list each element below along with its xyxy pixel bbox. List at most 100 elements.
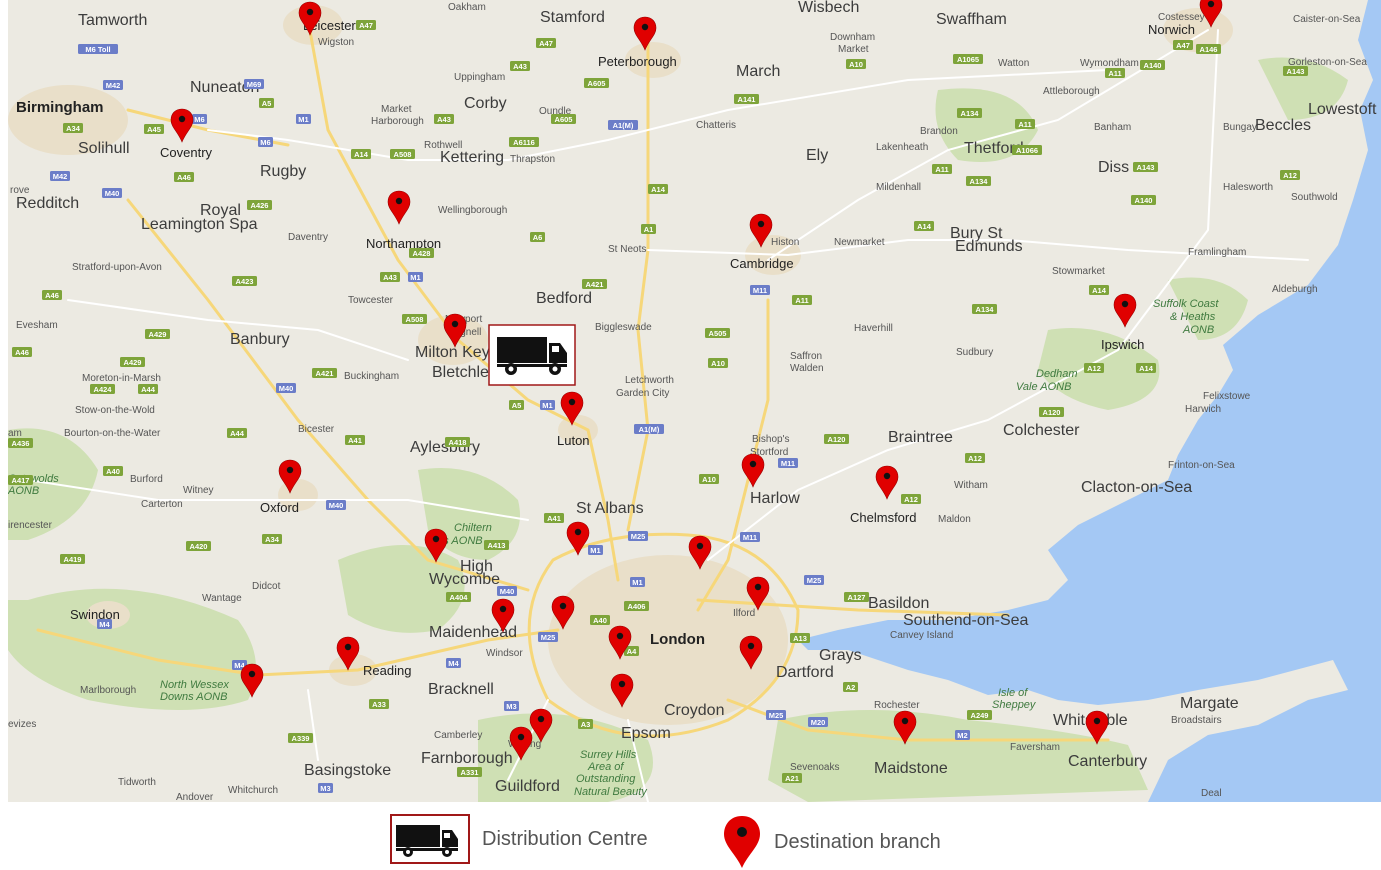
destination-pin-15[interactable] <box>688 535 712 570</box>
road-shield-label-r91: M1 <box>632 578 642 587</box>
place-label-solihull: Solihull <box>78 140 130 157</box>
place-label-wycombe: Wycombe <box>429 571 500 588</box>
destination-pin-8[interactable] <box>1113 293 1137 328</box>
a-road-shield-r51: A14 <box>1089 285 1109 295</box>
road-shield-label-r50: A11 <box>795 296 808 305</box>
road-shield-label-r61: A12 <box>1087 364 1101 373</box>
destination-pin-5[interactable] <box>387 190 411 225</box>
place-label-whitchurch: Whitchurch <box>228 785 278 796</box>
road-shield-label-r32: A46 <box>177 173 191 182</box>
place-label-wisbech: Wisbech <box>798 0 859 16</box>
place-label-march: March <box>736 63 780 80</box>
place-label-corby: Corby <box>464 95 507 112</box>
place-label-brandon: Brandon <box>920 126 958 137</box>
destination-pin-11[interactable] <box>741 453 765 488</box>
place-label-lowestoft: Lowestoft <box>1308 101 1377 118</box>
destination-pin-21[interactable] <box>336 636 360 671</box>
place-label-stneots: St Neots <box>608 244 646 255</box>
motorway-shield-r37: M40 <box>102 188 122 198</box>
destination-pin-12[interactable] <box>875 465 899 500</box>
destination-pin-22[interactable] <box>240 663 264 698</box>
destination-pin-6[interactable] <box>749 213 773 248</box>
destination-pin-14[interactable] <box>424 528 448 563</box>
motorway-shield-r89: M11 <box>740 532 760 542</box>
place-label-framlingham: Framlingham <box>1188 247 1246 258</box>
place-label-dartford: Dartford <box>776 664 834 681</box>
place-label-mildenhall: Mildenhall <box>876 182 921 193</box>
legend-depot-label: Distribution Centre <box>482 827 648 850</box>
road-shield-label-r95: A127 <box>848 593 866 602</box>
destination-pin-18[interactable] <box>551 595 575 630</box>
a-road-shield-r1: A47 <box>356 20 376 30</box>
a-road-shield-r55: A134 <box>972 304 997 314</box>
place-label-moreton: Moreton-in-Marsh <box>82 373 161 384</box>
a-road-shield-r99: A13 <box>790 633 810 643</box>
place-label-marlborough: Marlborough <box>80 685 136 696</box>
destination-pin-1[interactable] <box>298 1 322 36</box>
place-label-bungay: Bungay <box>1223 122 1257 133</box>
road-shield-label-r49: M11 <box>753 286 767 295</box>
motorway-shield-r107: M20 <box>808 717 828 727</box>
destination-pin-19[interactable] <box>608 625 632 660</box>
destination-pin-23[interactable] <box>610 673 634 708</box>
motorway-shield-r114: M3 <box>318 783 333 793</box>
a-road-shield-r52: A46 <box>42 290 62 300</box>
road-shield-label-r22: A605 <box>555 115 573 124</box>
place-label-bishops1: Bishop's <box>752 434 790 445</box>
a-road-shield-r27: A6116 <box>509 137 539 147</box>
place-label-beccles: Beccles <box>1255 117 1311 134</box>
destination-pin-4[interactable] <box>170 108 194 143</box>
place-label-windsor: Windsor <box>486 648 523 659</box>
place-label-faversham: Faversham <box>1010 742 1060 753</box>
place-label-rothwell: Rothwell <box>424 140 462 151</box>
a-road-shield-r35: A143 <box>1133 162 1158 172</box>
legend-depot: Distribution Centre <box>390 814 648 864</box>
a-road-shield-r100: A4 <box>624 646 639 656</box>
place-label-histon: Histon <box>771 237 799 248</box>
destination-pin-25[interactable] <box>509 726 533 761</box>
place-label-daventry: Daventry <box>288 232 328 243</box>
place-label-tidworth: Tidworth <box>118 777 156 788</box>
road-shield-label-r33: A11 <box>935 165 948 174</box>
destination-pin-17[interactable] <box>491 598 515 633</box>
a-road-shield-r33: A11 <box>932 164 952 174</box>
a-road-shield-r74: A120 <box>824 434 849 444</box>
place-label-bicester: Bicester <box>298 424 335 435</box>
destination-pin-13[interactable] <box>566 521 590 556</box>
destination-pin-3[interactable] <box>1199 0 1223 28</box>
a-road-shield-r45: A43 <box>380 272 400 282</box>
a-road-shield-r11: A140 <box>1140 60 1165 70</box>
road-shield-label-r19: M6 <box>194 115 204 124</box>
place-label-cirencester: irencester <box>8 520 53 531</box>
place-label-buryst2: Edmunds <box>955 238 1023 255</box>
destination-pin-7[interactable] <box>443 313 467 348</box>
destination-pin-26[interactable] <box>893 710 917 745</box>
destination-pin-2[interactable] <box>633 16 657 51</box>
a-road-shield-r18: A45 <box>144 124 164 134</box>
distribution-centre-marker[interactable] <box>488 324 576 386</box>
road-shield-label-r21: A43 <box>437 115 451 124</box>
destination-pin-24[interactable] <box>529 708 553 743</box>
road-shield-label-r62: A14 <box>1139 364 1154 373</box>
place-label-halesworth: Halesworth <box>1223 182 1273 193</box>
destination-pin-9[interactable] <box>560 391 584 426</box>
a-road-shield-r56: A505 <box>705 328 730 338</box>
destination-pin-27[interactable] <box>1085 710 1109 745</box>
road-shield-label-r94: A406 <box>628 602 646 611</box>
road-shield-label-r99: A13 <box>793 634 807 643</box>
place-label-broadstairs: Broadstairs <box>1171 715 1222 726</box>
place-label-ham: am <box>8 428 22 439</box>
road-shield-label-r34: A134 <box>970 177 989 186</box>
place-label-canterbury: Canterbury <box>1068 753 1147 770</box>
destination-pin-16[interactable] <box>746 576 770 611</box>
road-shield-label-r67: M1 <box>542 401 552 410</box>
road-shield-label-r42: A6 <box>533 233 543 242</box>
destination-pin-10[interactable] <box>278 459 302 494</box>
place-label-harlow: Harlow <box>750 490 800 507</box>
motorway-shield-r90: M40 <box>497 586 517 596</box>
road-shield-label-r64: A44 <box>141 385 156 394</box>
destination-pin-20[interactable] <box>739 635 763 670</box>
legend-destination-label: Destination branch <box>774 830 941 853</box>
